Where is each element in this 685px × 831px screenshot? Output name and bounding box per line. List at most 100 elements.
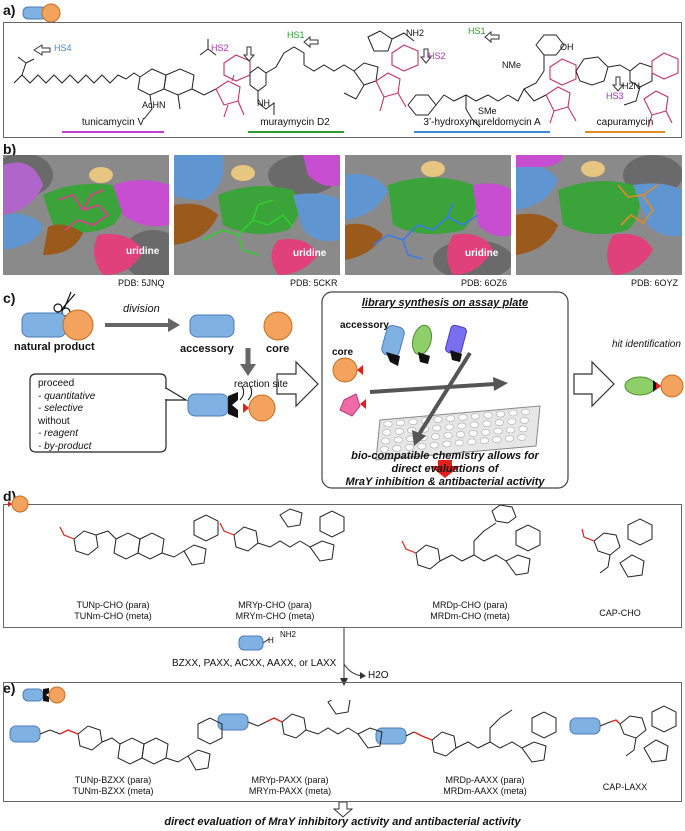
- assay-well: [456, 431, 466, 438]
- assay-well: [383, 420, 393, 428]
- panel-a-box: [3, 22, 682, 138]
- hs4-label: HS4: [54, 43, 72, 53]
- bubble-line2: - quantitative: [38, 390, 96, 402]
- mry-paxx-label2: MRYm-PAXX (meta): [248, 786, 332, 796]
- atom-acnh: AcHN: [142, 100, 166, 110]
- compound-name-capuramycin: capuramycin: [596, 117, 654, 128]
- hydrazide-icon: [238, 635, 270, 651]
- hs1-label-muraymycin: HS1: [287, 30, 305, 40]
- library-accessory-label: accessory: [340, 320, 389, 331]
- assay-well: [382, 429, 392, 436]
- tun-bzxx-label1: TUNp-BZXX (para): [74, 775, 152, 785]
- assay-well: [479, 437, 489, 444]
- bubble-line5: - reagent: [38, 428, 79, 439]
- uridine-label-2: uridine: [293, 248, 327, 259]
- pdb-label-6oyz: PDB: 6OYZ: [631, 278, 679, 288]
- tun-cho-label2: TUNm-CHO (meta): [74, 611, 152, 621]
- assay-well: [381, 437, 391, 445]
- library-caption: bio-compatible chemistry allows for dire…: [322, 450, 568, 489]
- panel-label-c: c): [3, 290, 16, 306]
- assay-well: [493, 427, 503, 435]
- assay-well: [519, 417, 529, 424]
- underline-mureidomycin: [414, 131, 550, 133]
- water-label: H2O: [368, 670, 389, 681]
- assay-well: [467, 438, 477, 446]
- hit-identification-label: hit identification: [612, 339, 681, 350]
- cap-cho-label: CAP-CHO: [599, 608, 641, 618]
- mrd-aaxx-label1: MRDp-AAXX (para): [445, 775, 525, 785]
- assay-well: [393, 436, 403, 444]
- assay-well: [442, 440, 452, 448]
- conditions-bubble: proceed - quantitative - selective witho…: [38, 378, 95, 453]
- library-core-label: core: [332, 347, 354, 358]
- mrd-aaxx-labels: MRDp-AAXX (para) MRDm-AAXX (meta): [410, 775, 560, 797]
- assay-well: [483, 411, 493, 419]
- bubble-line6: - by-product: [38, 440, 92, 452]
- pdb-label-5jnq: PDB: 5JNQ: [118, 278, 165, 288]
- assay-well: [506, 426, 516, 434]
- panel-d-box: [3, 504, 682, 628]
- assay-well: [520, 408, 530, 416]
- assay-well: [504, 435, 514, 442]
- assay-well: [492, 436, 502, 443]
- atom-nh: NH: [257, 98, 270, 108]
- mry-cho-label1: MRYp-CHO (para): [238, 600, 312, 610]
- mry-cho-label2: MRYm-CHO (meta): [235, 611, 315, 621]
- panel-e-structures: [9, 700, 677, 771]
- mry-cho-labels: MRYp-CHO (para) MRYm-CHO (meta): [200, 600, 350, 622]
- atom-h2n: H2N: [622, 81, 641, 91]
- reagent-list: BZXX, PAXX, ACXX, AAXX, or LAXX: [172, 658, 337, 669]
- panel-label-b: b): [3, 141, 17, 157]
- mrd-cho-labels: MRDp-CHO (para) MRDm-CHO (meta): [395, 600, 545, 622]
- surface-6oz6: [345, 155, 511, 275]
- assay-well: [482, 420, 492, 427]
- underline-tunicamycin: [62, 131, 164, 133]
- assay-well: [395, 419, 405, 427]
- pdb-label-5ckr: PDB: 5CKR: [290, 278, 338, 288]
- conjugate-icon: [22, 686, 66, 704]
- hs2-label-mureidomycin: HS2: [428, 51, 446, 61]
- library-title: library synthesis on assay plate: [361, 297, 529, 309]
- assay-well: [458, 414, 468, 421]
- reagent-h-label: H: [268, 636, 274, 645]
- assay-well: [507, 418, 517, 425]
- assay-well: [417, 442, 427, 450]
- assay-well: [454, 439, 464, 447]
- surface-5jnq: [3, 155, 169, 275]
- underline-capuramycin: [585, 131, 665, 133]
- caption-line2: direct evaluations of: [391, 463, 499, 475]
- assay-well: [469, 421, 479, 429]
- underline-muraymycin: [248, 131, 344, 133]
- compound-name-tunicamycin: tunicamycin V: [81, 117, 145, 128]
- assay-well: [457, 422, 467, 430]
- cap-laxx-label: CAP-LAXX: [602, 782, 648, 792]
- panel-label-a: a): [3, 2, 16, 18]
- assay-well: [408, 418, 418, 426]
- mrd-cho-label1: MRDp-CHO (para): [432, 600, 508, 610]
- caption-line1: bio-compatible chemistry allows for: [351, 450, 539, 462]
- assay-well: [468, 430, 478, 437]
- tun-cho-label1: TUNp-CHO (para): [76, 600, 150, 610]
- assay-well: [392, 445, 402, 452]
- mrd-cho-label2: MRDm-CHO (meta): [430, 611, 510, 621]
- division-label: division: [123, 303, 160, 315]
- hs1-label-mureidomycin: HS1: [468, 26, 486, 36]
- reaction-site-label: reaction site: [234, 379, 288, 390]
- assay-well: [495, 410, 505, 418]
- caption-line3: MraY inhibition & antibacterial activity: [345, 476, 545, 488]
- assay-well: [432, 424, 442, 432]
- assay-well: [394, 428, 404, 435]
- reaction-arrow: [340, 628, 366, 686]
- assay-well: [444, 423, 454, 431]
- atom-nme: NMe: [502, 60, 522, 70]
- assay-well: [494, 419, 504, 426]
- natural-product-label: natural product: [14, 341, 95, 353]
- uridine-label-1: uridine: [126, 246, 160, 257]
- assay-well: [481, 428, 491, 436]
- protein-surface-panels: [3, 155, 682, 275]
- atom-nh2: NH2: [406, 28, 425, 38]
- compound-name-mureidomycin: 3’-hydroxymureldomycin A: [423, 117, 541, 128]
- core-aldehyde-icon: [8, 495, 29, 513]
- panel-label-e: e): [3, 680, 16, 696]
- compound-name-muraymycin: muraymycin D2: [260, 117, 330, 128]
